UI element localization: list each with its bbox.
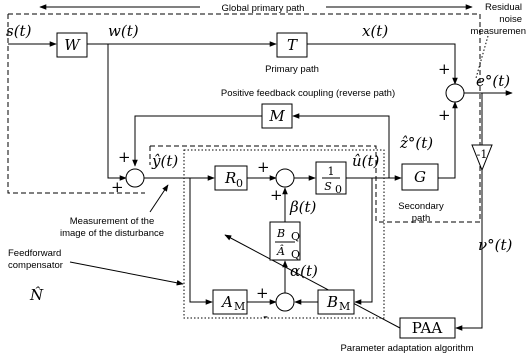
block-T-label: T	[287, 36, 298, 54]
signal-nu: ν°(t)	[478, 236, 512, 254]
block-BM-sub: M	[339, 300, 350, 313]
block-W-label: W	[64, 36, 81, 54]
sum-y-plus-2: +	[111, 178, 124, 196]
u-sum-junction	[275, 168, 295, 188]
signal-beta: β(t)	[289, 198, 317, 216]
gain-label: -1	[477, 148, 488, 161]
residual-sum-junction	[445, 83, 465, 103]
label-bg	[200, 1, 326, 13]
block-R0-label: R	[224, 169, 236, 187]
signal-e: e°(t)	[476, 72, 510, 90]
sum-alpha-plus: +	[256, 284, 269, 302]
compensator-dotted-frame	[183, 149, 385, 319]
block-inv-S0-den: S	[324, 180, 332, 193]
sum-top-plus-1: +	[438, 60, 451, 78]
block-G	[401, 163, 439, 191]
signal-x: x(t)	[362, 22, 388, 40]
signal-s: s(t)	[6, 22, 32, 40]
sum-y-plus-1: +	[118, 148, 131, 166]
sum-u-plus-1: +	[257, 158, 270, 176]
y-sum-junction	[125, 168, 145, 188]
block-inv-S0-num: 1	[328, 165, 335, 178]
measurement-label-2: image of the disturbance	[60, 228, 164, 239]
block-W	[56, 32, 88, 58]
global-primary-path-frame	[7, 13, 481, 223]
residual-label-1: Residual	[485, 2, 522, 13]
block-AM-sub: M	[234, 300, 245, 313]
ffc-label-2: compensator	[8, 260, 63, 271]
block-M	[261, 103, 293, 129]
block-AQ-label: Â	[276, 244, 285, 258]
block-M-label: M	[268, 107, 285, 125]
sum-u-plus-2: +	[270, 186, 283, 204]
block-BM-label: B	[326, 293, 338, 311]
ffc-label-1: Feedforward	[8, 248, 61, 259]
residual-label-3: measuremen	[471, 26, 526, 37]
global-primary-path-label: Global primary path	[222, 3, 305, 14]
block-inv-S0-den-sub: 0	[335, 183, 342, 196]
measurement-pointer	[149, 184, 169, 213]
block-G-label: G	[414, 168, 426, 186]
residual-label-2: noise	[499, 14, 522, 25]
measurement-label-1: Measurement of the	[70, 216, 155, 227]
block-T	[276, 32, 308, 58]
signal-alpha: α(t)	[290, 262, 318, 280]
ffc-pointer	[69, 261, 184, 286]
signal-u: û(t)	[352, 152, 380, 170]
block-PAA-label: PAA	[412, 319, 443, 337]
block-BQ-AQ	[269, 221, 301, 261]
primary-path-label: Primary path	[265, 64, 319, 75]
compensator-frame	[149, 145, 377, 222]
block-AQ-sub: Q	[291, 248, 300, 261]
signal-w: w(t)	[108, 22, 139, 40]
paa-adapt-arrow	[224, 234, 401, 329]
block-BQ-sub: Q	[291, 230, 300, 243]
paa-full-label: Parameter adaptation algorithm	[340, 343, 473, 354]
gain-block	[471, 144, 493, 172]
block-R0-sub: 0	[236, 177, 243, 190]
secondary-path-label-1: Secondary	[398, 201, 444, 212]
secondary-path-label-2: path	[412, 213, 431, 224]
sum-top-plus-2: +	[438, 106, 451, 124]
block-BQ-label: B	[276, 227, 285, 240]
alpha-sum-junction	[275, 292, 295, 312]
block-AM-label: A	[220, 293, 233, 311]
signal-y: ŷ(t)	[151, 152, 178, 170]
block-AM	[212, 289, 248, 315]
signal-N: N̂	[29, 286, 44, 304]
residual-pointer	[475, 35, 489, 79]
signal-z: ẑ°(t)	[399, 134, 433, 152]
block-BM	[317, 289, 355, 315]
sum-alpha-minus: -	[263, 307, 268, 325]
positive-feedback-label: Positive feedback coupling (reverse path…	[221, 88, 395, 99]
